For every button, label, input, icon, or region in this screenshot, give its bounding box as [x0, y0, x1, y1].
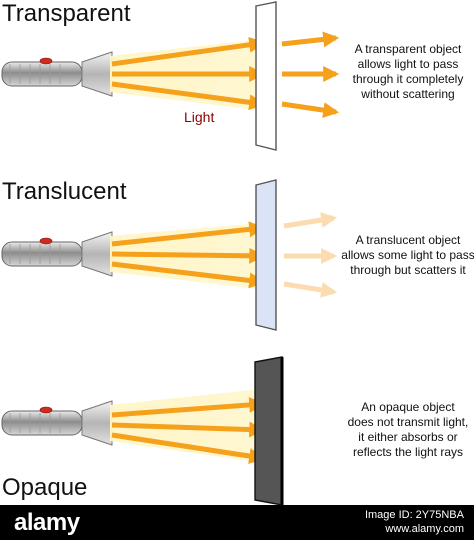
- light-ray: [111, 432, 266, 464]
- flashlight-switch: [39, 237, 53, 245]
- opaque-heading: Opaque: [2, 474, 88, 501]
- flashlight-head: [81, 231, 113, 277]
- flashlight-body: [1, 410, 83, 436]
- description-line: through but scatters it: [350, 263, 466, 277]
- transparent-description: A transparent object allows light to pas…: [340, 42, 474, 102]
- footer-bar: alamy Image ID: 2Y75NBA www.alamy.com: [0, 505, 474, 540]
- description-line: it either absorbs or: [358, 430, 458, 444]
- transmitted-ray: [281, 101, 340, 119]
- light-ray: [111, 261, 266, 289]
- image-id: Image ID: 2Y75NBA: [364, 509, 464, 521]
- transparent-heading: Transparent: [2, 0, 131, 27]
- light-label: Light: [184, 109, 215, 125]
- light-ray: [111, 221, 266, 247]
- light-ray: [111, 36, 266, 67]
- light-ray: [111, 396, 266, 418]
- description-line: allows some light to pass: [341, 248, 474, 262]
- opaque-panel: [254, 356, 283, 505]
- translucent-heading: Translucent: [2, 178, 127, 205]
- light-ray: [111, 421, 266, 438]
- flashlight-head: [81, 400, 113, 446]
- scattered-ray: [283, 212, 338, 229]
- translucent-panel: [255, 179, 277, 331]
- opaque-description: An opaque object does not transmit light…: [340, 400, 474, 460]
- flashlight-head: [81, 51, 113, 97]
- description-line: An opaque object: [361, 400, 455, 414]
- diagram-art: [1, 1, 340, 505]
- flashlight-body: [1, 241, 83, 267]
- description-line: through it completely: [352, 72, 464, 86]
- transmitted-ray: [281, 31, 340, 48]
- description-line: A translucent object: [355, 233, 461, 247]
- description-line: does not transmit light,: [347, 415, 469, 429]
- light-ray: [111, 247, 266, 264]
- flashlight-switch: [39, 406, 53, 414]
- description-line: allows light to pass: [357, 57, 459, 71]
- flashlight-body: [1, 61, 83, 87]
- description-line: reflects the light rays: [352, 445, 464, 459]
- brand-logo: alamy: [14, 509, 80, 536]
- site-url: www.alamy.com: [385, 523, 464, 535]
- transparent-panel: [255, 1, 277, 151]
- light-ray: [111, 81, 266, 111]
- description-line: without scattering: [361, 87, 455, 101]
- translucent-description: A translucent object allows some light t…: [340, 233, 474, 278]
- description-line: A transparent object: [354, 42, 462, 56]
- flashlight-switch: [39, 57, 53, 65]
- diagram: Transparent Translucent Opaque Light A t…: [1, 0, 474, 505]
- scattered-ray: [283, 281, 338, 298]
